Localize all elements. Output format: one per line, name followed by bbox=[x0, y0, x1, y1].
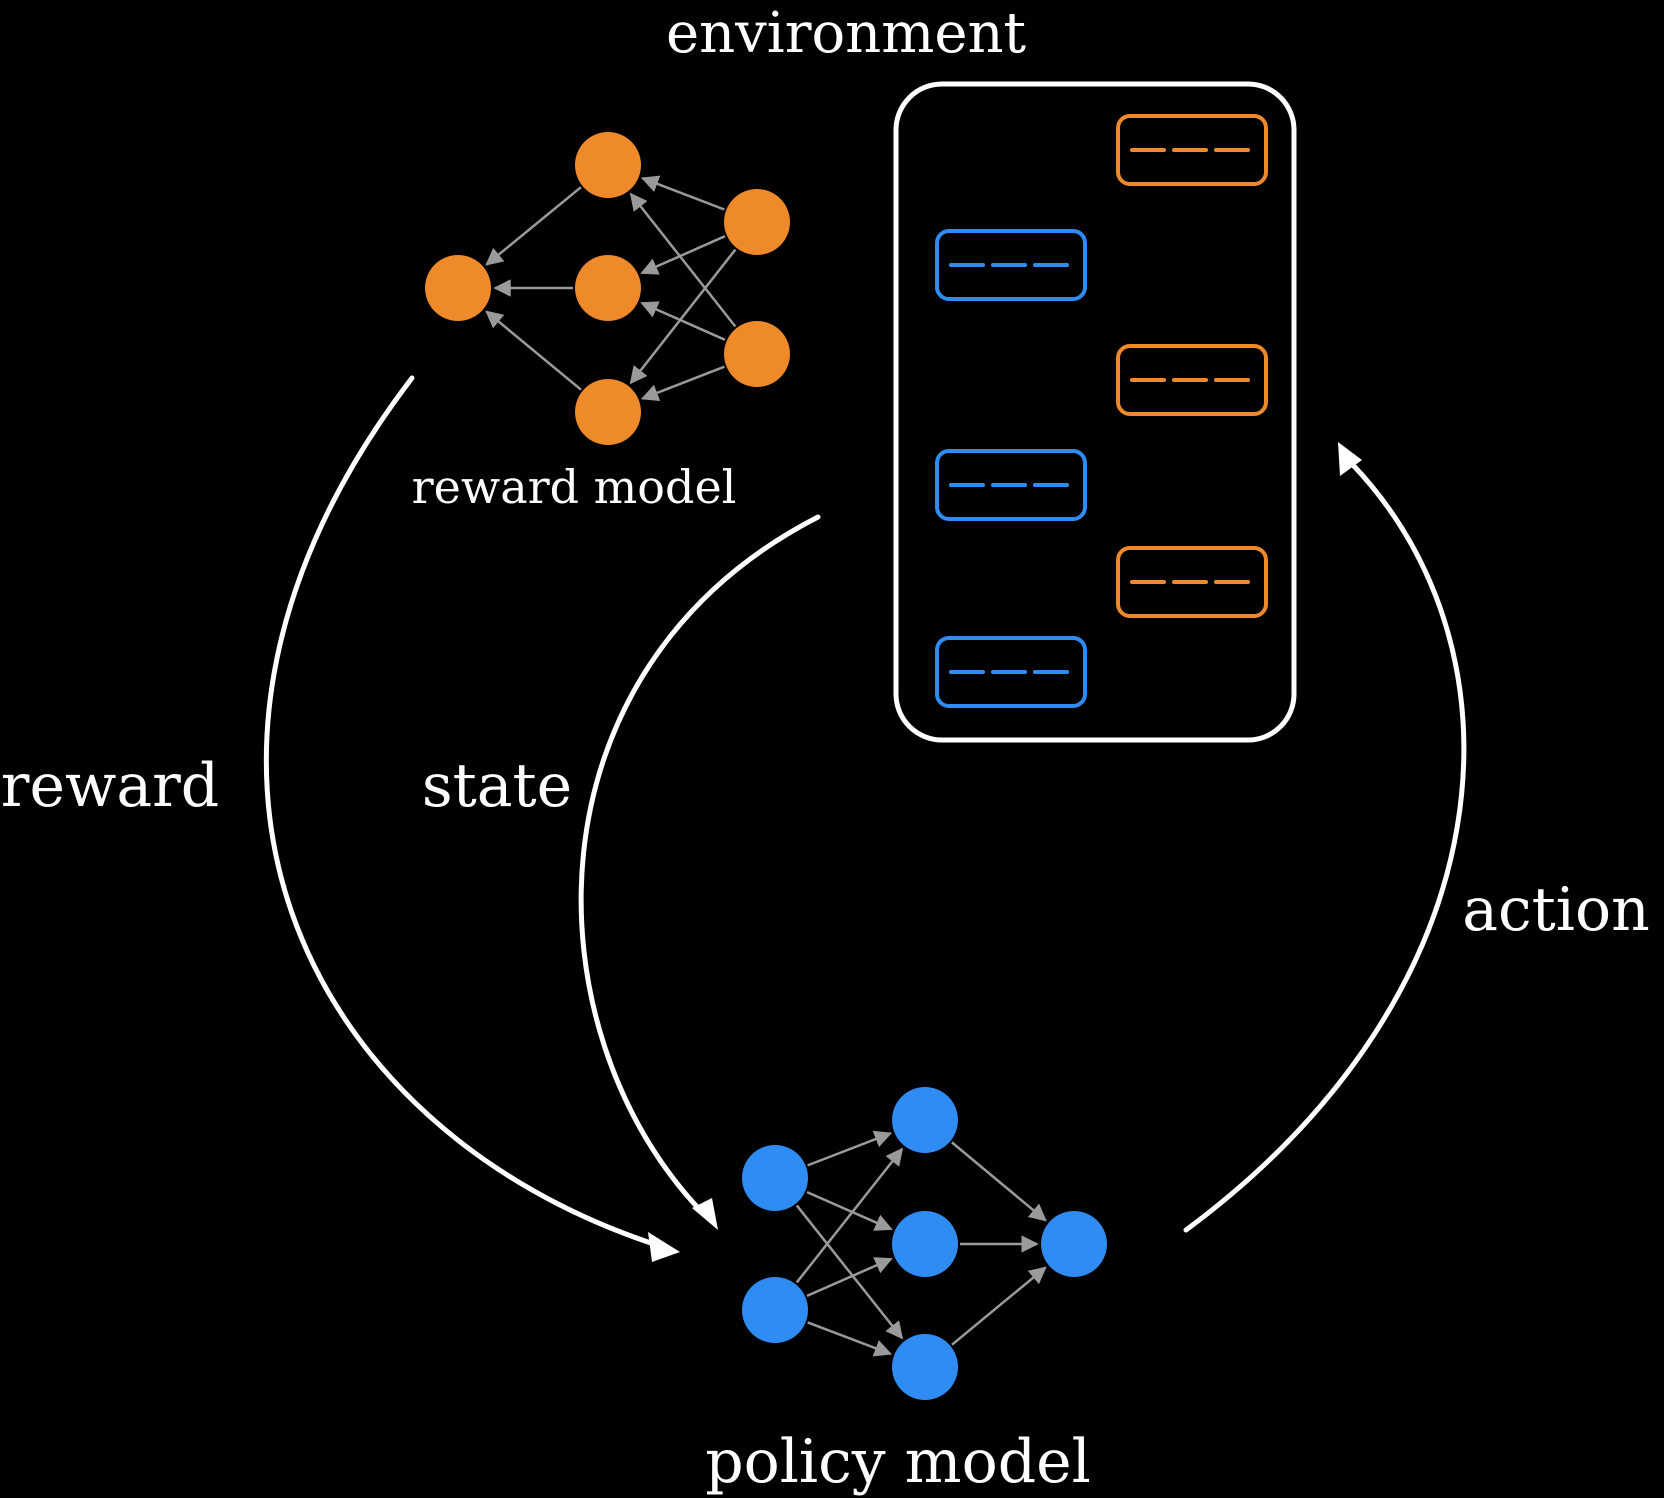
reward-model-label: reward model bbox=[412, 460, 737, 514]
reward-model-edge bbox=[640, 235, 726, 275]
environment-box bbox=[893, 81, 1297, 743]
reward-model-node bbox=[425, 255, 491, 321]
assistant-message-box bbox=[1116, 344, 1268, 416]
reward-model-edge bbox=[640, 301, 726, 341]
user-message-box bbox=[935, 449, 1087, 521]
policy-model-node bbox=[892, 1211, 958, 1277]
policy-model-node bbox=[892, 1087, 958, 1153]
reward-model-node bbox=[724, 321, 790, 387]
reward-model-node bbox=[575, 379, 641, 445]
assistant-message-box bbox=[1116, 114, 1268, 186]
reward-model-edge bbox=[640, 175, 725, 211]
policy-model-label: policy model bbox=[705, 1427, 1091, 1497]
policy-model-edge bbox=[807, 1130, 893, 1167]
policy-model-edge bbox=[807, 1321, 893, 1357]
policy-model-node bbox=[742, 1145, 808, 1211]
policy-model-edge bbox=[951, 1266, 1047, 1346]
policy-model-network bbox=[742, 1087, 1107, 1400]
reward-model-edge bbox=[485, 186, 582, 266]
reward-model-node bbox=[724, 189, 790, 255]
reward-arrow-label: reward bbox=[1, 751, 219, 821]
policy-model-node bbox=[1041, 1211, 1107, 1277]
user-message-box bbox=[935, 636, 1087, 708]
reward-arrowhead bbox=[648, 1232, 680, 1262]
reward-model-network bbox=[425, 132, 790, 445]
user-message-box bbox=[935, 229, 1087, 301]
environment-label: environment bbox=[666, 1, 1027, 66]
action-arrowhead bbox=[1338, 442, 1362, 476]
policy-model-edge bbox=[806, 1190, 893, 1231]
reward-model-edge bbox=[640, 365, 725, 402]
reward-model-node bbox=[575, 255, 641, 321]
action-arrow-label: action bbox=[1462, 875, 1649, 945]
policy-model-edge bbox=[806, 1257, 893, 1298]
reward-model-edge bbox=[629, 248, 737, 385]
reward-model-edge bbox=[629, 192, 737, 328]
state-arrowhead bbox=[692, 1198, 718, 1230]
policy-model-edge bbox=[795, 1204, 904, 1340]
policy-model-edge bbox=[795, 1147, 904, 1284]
policy-model-node bbox=[742, 1277, 808, 1343]
assistant-message-box bbox=[1116, 546, 1268, 618]
reward-model-node bbox=[575, 132, 641, 198]
state-arrow-label: state bbox=[422, 751, 572, 821]
policy-model-edge bbox=[951, 1141, 1047, 1222]
reward-arrow bbox=[264, 375, 680, 1262]
policy-model-node bbox=[892, 1334, 958, 1400]
environment-messages bbox=[935, 114, 1268, 708]
reward-model-edge bbox=[485, 310, 582, 391]
state-arrow bbox=[578, 514, 821, 1230]
action-arrow bbox=[1183, 442, 1467, 1233]
